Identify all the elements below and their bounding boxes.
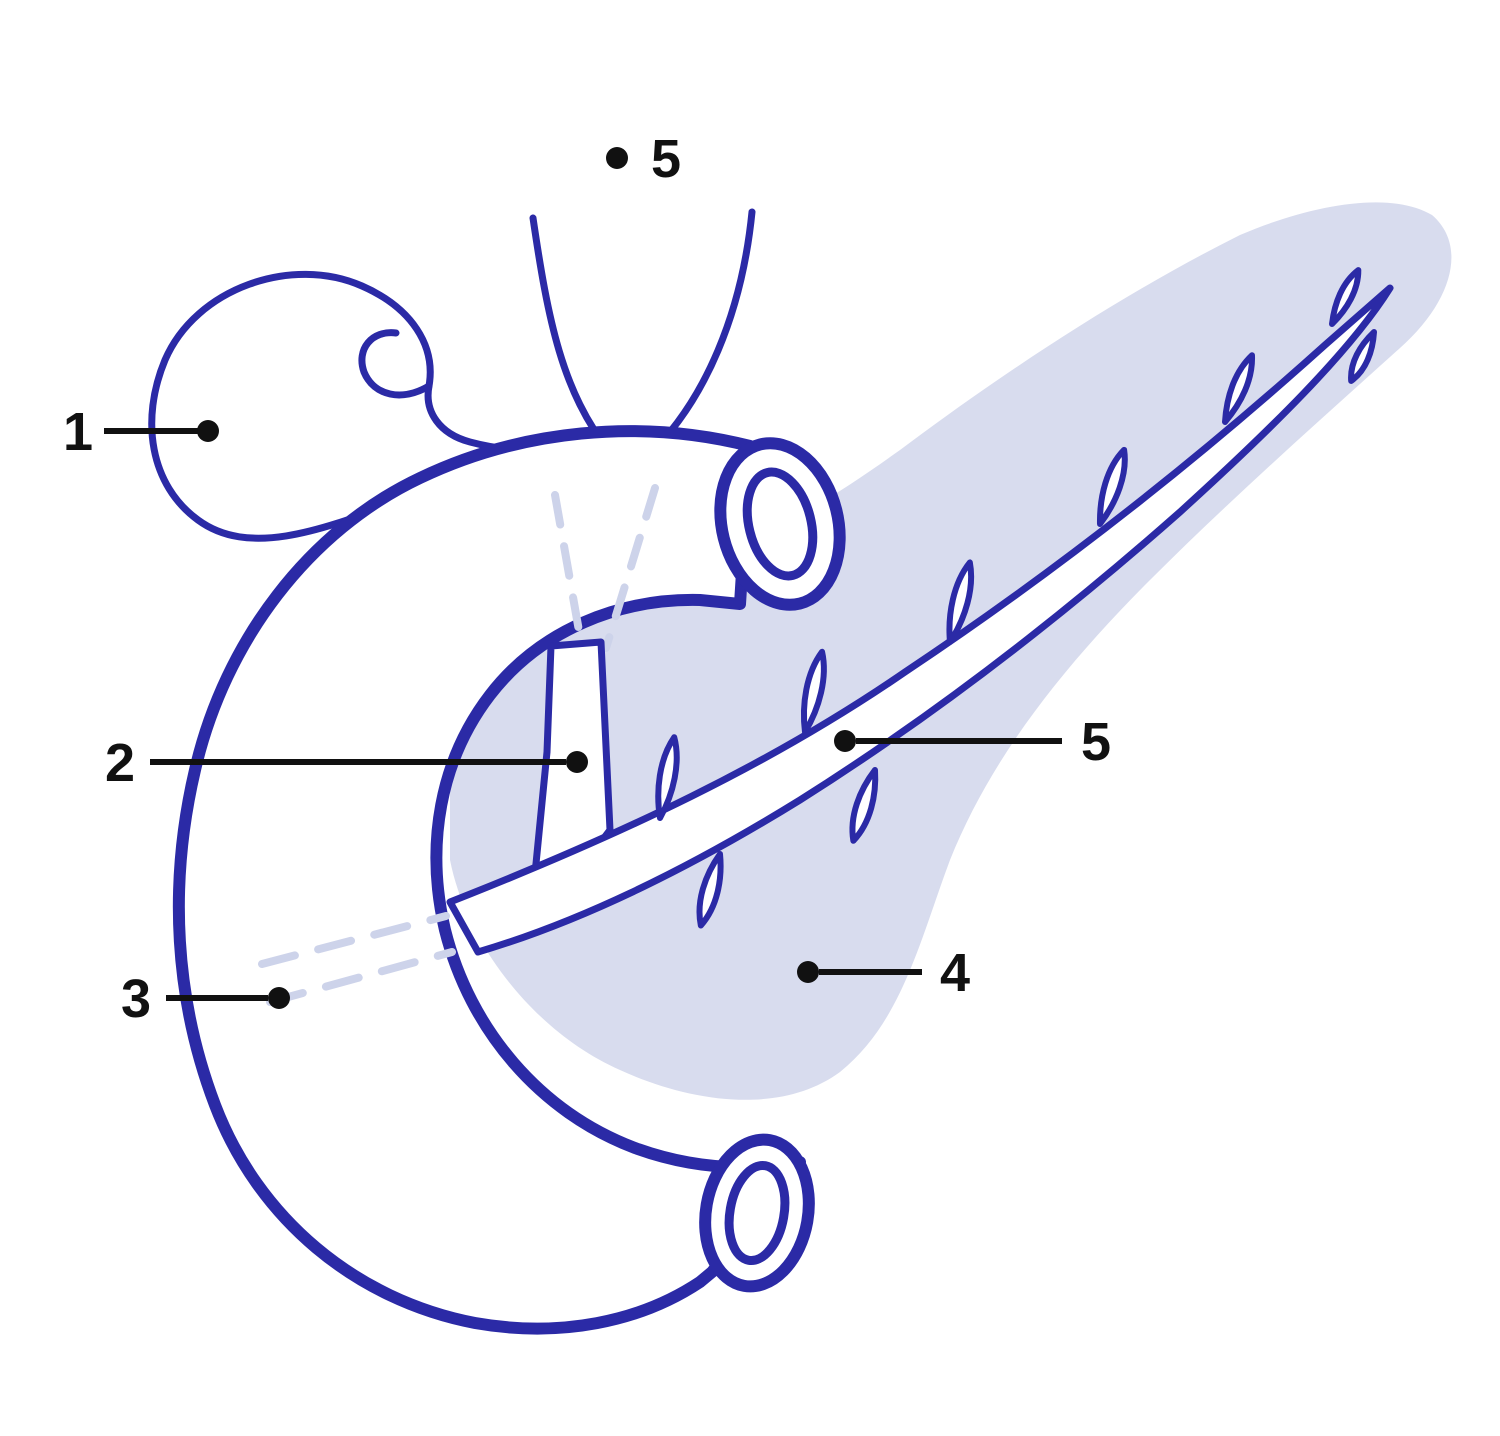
duct-branch [1096, 446, 1128, 527]
label-2-text: 2 [105, 733, 135, 793]
duct-branch [1222, 352, 1255, 425]
duct-branch [696, 851, 724, 929]
right-hepatic-duct-line [644, 208, 756, 460]
duct-branch [1329, 267, 1362, 327]
left-hepatic-duct-line [529, 214, 614, 456]
label-3-text: 3 [121, 969, 151, 1029]
hidden-duct-dashed-lines-lower [258, 912, 456, 1006]
opening-top-inner-ring [742, 467, 818, 581]
pancreatic-duct [446, 284, 1394, 956]
duodenum-shape [172, 425, 806, 1335]
hidden-bile-duct-dashed-lines [551, 484, 659, 652]
dashed-duct-left [551, 491, 586, 652]
dashed-lower-2 [266, 948, 456, 1006]
duct-branch [849, 767, 879, 844]
label-4: 4 [797, 943, 970, 1003]
label-5-top: 5 [606, 129, 681, 189]
label-5-top-dot [606, 147, 628, 169]
label-4-dot [797, 961, 819, 983]
label-3: 3 [121, 969, 290, 1029]
gallbladder-neck-fold [358, 329, 433, 399]
label-4-text: 4 [940, 943, 970, 1003]
label-1-text: 1 [63, 402, 93, 462]
label-5-right-dot [834, 730, 856, 752]
duodenum-opening-top [714, 437, 846, 611]
bile-duct-lines [529, 208, 756, 460]
label-markers: 1 2 3 4 5 [63, 129, 1111, 1029]
duct-branch [655, 734, 680, 821]
label-2: 2 [105, 733, 588, 793]
label-5-right: 5 [834, 712, 1111, 772]
pancreatic-duct-branches [655, 267, 1377, 929]
opening-bottom-inner-ring [724, 1160, 790, 1266]
duct-branch [1348, 329, 1377, 384]
label-3-dot [268, 987, 290, 1009]
duct-branch [800, 648, 827, 735]
duodenum-opening-bottom [699, 1133, 815, 1293]
dashed-duct-right [602, 484, 659, 652]
label-1: 1 [63, 402, 219, 462]
label-2-dot [566, 751, 588, 773]
label-5-top-text: 5 [651, 129, 681, 189]
label-5-right-text: 5 [1081, 712, 1111, 772]
duct-branch [946, 559, 975, 645]
dashed-lower-1 [258, 912, 450, 968]
label-1-dot [197, 420, 219, 442]
